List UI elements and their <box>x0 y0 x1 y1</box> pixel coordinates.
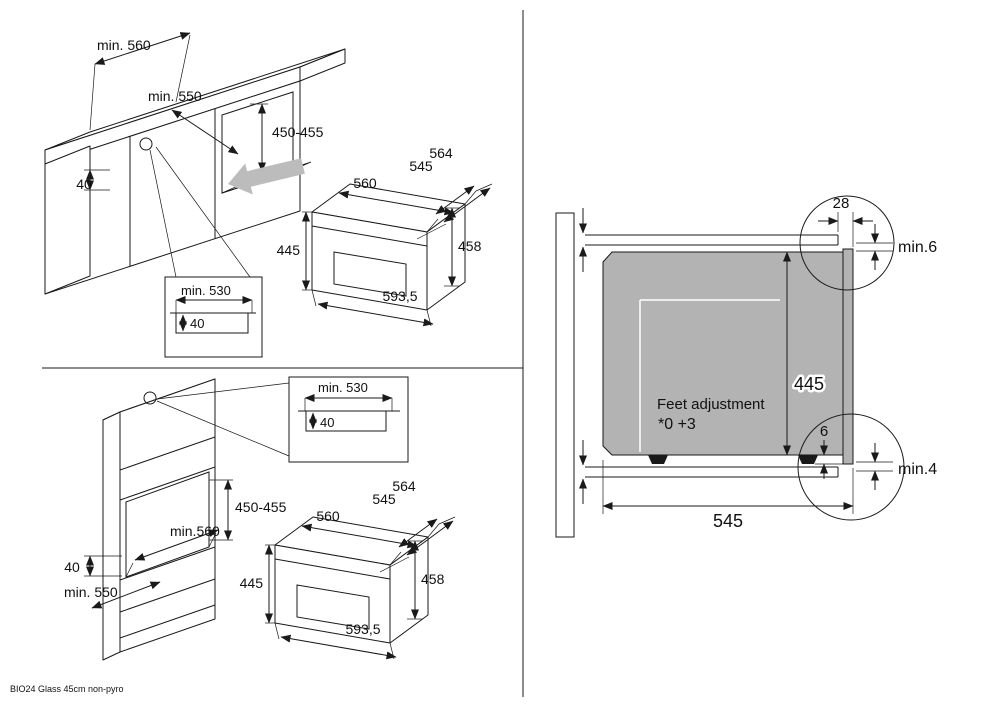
dim-gap-40-2: 40 <box>64 559 80 575</box>
shelf-cutout-inset-bottom: min. 530 40 <box>288 376 409 463</box>
dim-445-side: 445 <box>794 374 824 394</box>
dim-gap-40: 40 <box>76 176 92 192</box>
insertion-arrow <box>228 158 305 195</box>
feet-adjustment-label: Feet adjustment <box>657 396 765 413</box>
dim-min-560: min. 560 <box>97 37 151 53</box>
oven-dim-560: 560 <box>353 175 377 191</box>
inset2-dim-40: 40 <box>320 415 334 430</box>
shelf-cutout-inset-top: min. 530 40 <box>164 276 263 358</box>
dim-min-560-2: min.560 <box>170 523 220 539</box>
detail-circle-bottom <box>797 413 905 521</box>
oven2-dim-445: 445 <box>240 575 264 591</box>
inset2-dim-min-530: min. 530 <box>318 380 368 395</box>
tall-cabinet-isometric <box>102 378 290 661</box>
oven2-dim-545: 545 <box>372 491 396 507</box>
oven2-dim-458: 458 <box>421 571 445 587</box>
inset-dim-min-530: min. 530 <box>181 283 231 298</box>
oven-door-fascia <box>842 248 854 465</box>
base-run-dimensions: min. 560 min. 550 450-455 40 <box>76 32 324 192</box>
cable-hole-detail <box>139 137 153 151</box>
dim-niche-height: 450-455 <box>272 124 324 140</box>
oven-door-window <box>333 251 407 297</box>
dim-545-side: 545 <box>713 511 743 531</box>
oven-dim-564: 564 <box>429 145 453 161</box>
oven-isometric-top: 560 545 564 445 458 593,5 <box>277 145 493 327</box>
section-dividers <box>42 10 524 697</box>
oven-door-window-2 <box>296 584 370 630</box>
dim-28: 28 <box>833 195 850 212</box>
oven-foot-front <box>798 455 818 464</box>
oven-dim-545: 545 <box>409 158 433 174</box>
oven-isometric-bottom-geometry <box>265 516 456 660</box>
oven-body-section <box>602 251 844 456</box>
dim-min-550-2: min. 550 <box>64 584 118 600</box>
detail-circle-top <box>799 195 895 291</box>
oven-dim-445: 445 <box>277 242 301 258</box>
dim-min-6: min.6 <box>898 239 937 256</box>
oven-dim-458: 458 <box>458 238 482 254</box>
tall-cabinet-dimensions: 450-455 min.560 40 min. 550 <box>64 479 287 609</box>
oven2-dim-564: 564 <box>392 478 416 494</box>
side-section-view: 445 Feet adjustment *0 +3 28 min.6 6 min… <box>555 195 937 538</box>
feet-adjustment-range: *0 +3 <box>658 416 696 433</box>
cable-hole-detail-2 <box>143 391 157 405</box>
oven-foot-rear <box>648 455 668 464</box>
model-footnote: BIO24 Glass 45cm non-pyro <box>10 684 124 694</box>
oven-dim-5935: 593,5 <box>382 288 417 304</box>
inset-dim-40: 40 <box>190 316 204 331</box>
oven2-dim-5935: 593,5 <box>345 621 380 637</box>
dim-min-550: min. 550 <box>148 88 202 104</box>
oven2-dim-560: 560 <box>316 508 340 524</box>
wall-panel <box>555 212 575 538</box>
dim-6: 6 <box>820 423 828 440</box>
oven-isometric-bottom-labels: 560 545 564 445 458 593,5 <box>240 478 445 637</box>
dim-niche-height-2: 450-455 <box>235 499 287 515</box>
dim-min-4: min.4 <box>898 461 937 478</box>
